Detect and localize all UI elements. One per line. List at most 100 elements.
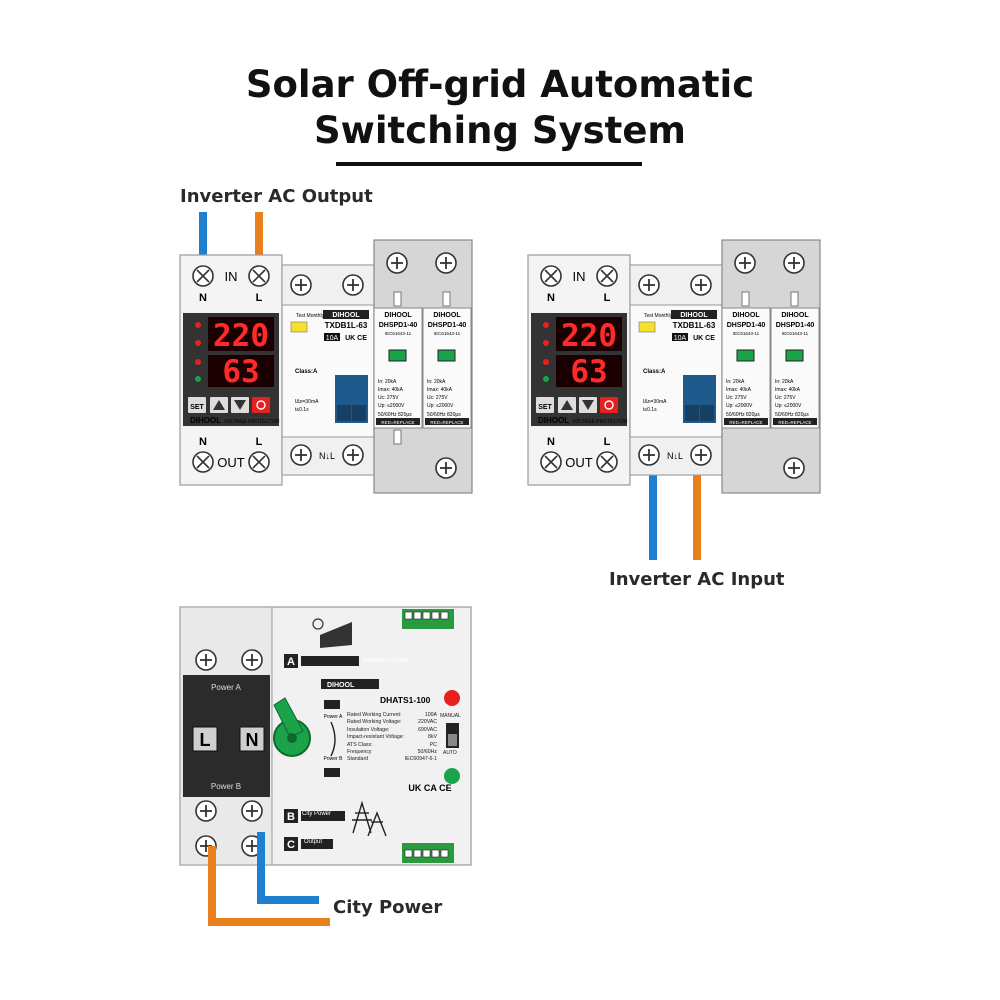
svg-text:RED=REPLACE: RED=REPLACE [729, 420, 762, 425]
svg-text:L: L [200, 730, 211, 750]
svg-text:In: 20kA: In: 20kA [775, 379, 794, 385]
svg-text:50/60Hz 820μs: 50/60Hz 820μs [378, 412, 412, 418]
svg-text:UK CE: UK CE [693, 335, 715, 342]
svg-text:VOLTAGE PROTECTOR: VOLTAGE PROTECTOR [224, 419, 280, 425]
protector-assembly-right: IN N L 220 63 SET DIHOOL VOLTAGE PROTECT… [527, 239, 821, 494]
in-label: IN [225, 269, 238, 284]
svg-text:IEC61643-11: IEC61643-11 [782, 331, 809, 336]
svg-text:C: C [287, 839, 295, 851]
svg-text:RED=REPLACE: RED=REPLACE [778, 420, 811, 425]
svg-text:UK CE: UK CE [345, 335, 367, 342]
svg-text:L: L [256, 436, 263, 448]
svg-text:10A: 10A [326, 335, 339, 342]
svg-text:IΔn=30mA: IΔn=30mA [643, 399, 667, 405]
spec-row: Rated Working Voltage:220VAC [347, 719, 437, 726]
svg-text:Uc: 275V: Uc: 275V [427, 395, 448, 401]
svg-text:Imax: 40kA: Imax: 40kA [775, 387, 801, 393]
svg-text:OUT: OUT [217, 455, 245, 470]
svg-text:Uc: 275V: Uc: 275V [726, 395, 747, 401]
svg-text:Up: ≤2000V: Up: ≤2000V [726, 403, 753, 409]
svg-text:DIHOOL: DIHOOL [332, 312, 360, 319]
auto-label: AUTO [443, 750, 457, 756]
svg-text:50/60Hz 820μs: 50/60Hz 820μs [427, 412, 461, 418]
svg-text:Uc: 275V: Uc: 275V [378, 395, 399, 401]
svg-text:IEC61643-11: IEC61643-11 [733, 331, 760, 336]
vp-display-bottom: 63 [222, 354, 259, 390]
spec-row: ATS Class:PC [347, 741, 437, 748]
svg-text:N↓L: N↓L [667, 451, 683, 461]
svg-text:In: 20kA: In: 20kA [726, 379, 745, 385]
spec-row: Rated Working Current:100A [347, 712, 437, 718]
svg-text:DIHOOL: DIHOOL [732, 312, 760, 319]
svg-text:Power B: Power B [211, 782, 241, 791]
city-power-label: City Power [333, 897, 443, 918]
solar-panel-icon [312, 618, 352, 648]
ats-city-power-tag: City Power [302, 811, 332, 817]
svg-text:DHSPD1-40: DHSPD1-40 [776, 322, 815, 329]
svg-text:L: L [256, 292, 263, 304]
spec-row: Impact-resistant Voltage:8kV [347, 734, 437, 741]
svg-text:Imax: 40kA: Imax: 40kA [378, 387, 404, 393]
svg-text:220: 220 [561, 318, 617, 354]
svg-text:N: N [199, 436, 207, 448]
svg-text:10A: 10A [674, 335, 687, 342]
svg-text:L: L [604, 292, 611, 304]
svg-text:DIHOOL: DIHOOL [433, 312, 461, 319]
page-title: Solar Off-grid Automatic Switching Syste… [0, 62, 1000, 154]
svg-text:UK CA CE: UK CA CE [408, 783, 451, 793]
svg-text:Uc: 275V: Uc: 275V [775, 395, 796, 401]
svg-text:DHSPD1-40: DHSPD1-40 [428, 322, 467, 329]
svg-text:DIHOOL: DIHOOL [190, 416, 221, 425]
svg-text:IΔn=30mA: IΔn=30mA [295, 399, 319, 405]
svg-text:t≤0.1s: t≤0.1s [295, 407, 309, 413]
svg-text:B: B [287, 811, 295, 823]
title-line-2: Switching System [314, 109, 686, 152]
svg-text:N: N [547, 436, 555, 448]
svg-text:In: 20kA: In: 20kA [427, 379, 446, 385]
svg-text:Up: ≤2000V: Up: ≤2000V [378, 403, 405, 409]
vp-display-top: 220 [213, 318, 269, 354]
svg-text:Power A: Power A [211, 683, 241, 692]
ats-spec-table: Rated Working Current:100A Rated Working… [347, 712, 437, 764]
svg-text:Imax: 40kA: Imax: 40kA [427, 387, 453, 393]
svg-text:N: N [246, 730, 259, 750]
ats-inverter-power-tag: Inverter Power [363, 657, 409, 664]
svg-text:Up: ≤2000V: Up: ≤2000V [427, 403, 454, 409]
svg-text:Power A: Power A [324, 714, 343, 720]
svg-text:63: 63 [570, 354, 607, 390]
svg-text:50/60Hz 820μs: 50/60Hz 820μs [775, 412, 809, 418]
svg-text:TXDB1L-63: TXDB1L-63 [325, 321, 368, 330]
svg-text:Up: ≤2000V: Up: ≤2000V [775, 403, 802, 409]
svg-text:DHSPD1-40: DHSPD1-40 [727, 322, 766, 329]
svg-text:DHATS1-100: DHATS1-100 [380, 695, 431, 705]
svg-text:Class:A: Class:A [643, 369, 666, 375]
svg-text:A: A [287, 656, 295, 668]
svg-text:DIHOOL: DIHOOL [680, 312, 708, 319]
svg-text:SET: SET [538, 404, 552, 411]
ats-output-tag: Output [304, 839, 323, 845]
svg-text:DIHOOL: DIHOOL [384, 312, 412, 319]
svg-text:DHSPD1-40: DHSPD1-40 [379, 322, 418, 329]
svg-text:50/60Hz 820μs: 50/60Hz 820μs [726, 412, 760, 418]
power-tower-icon [352, 800, 387, 837]
svg-text:DIHOOL: DIHOOL [538, 416, 569, 425]
svg-text:Test Monthly: Test Monthly [644, 313, 673, 319]
manual-label: MANUAL [440, 713, 461, 719]
svg-text:SET: SET [190, 404, 204, 411]
svg-text:N↓L: N↓L [319, 451, 335, 461]
svg-text:TXDB1L-63: TXDB1L-63 [673, 321, 716, 330]
svg-text:IEC61643-11: IEC61643-11 [434, 331, 461, 336]
title-underline [336, 162, 642, 166]
svg-text:Class:A: Class:A [295, 369, 318, 375]
svg-text:DIHOOL: DIHOOL [327, 682, 355, 689]
svg-text:Imax: 40kA: Imax: 40kA [726, 387, 752, 393]
svg-text:DIHOOL: DIHOOL [781, 312, 809, 319]
svg-text:N: N [547, 292, 555, 304]
svg-text:IEC61643-11: IEC61643-11 [385, 331, 412, 336]
spec-row: Insulation Voltage:690VAC [347, 726, 437, 733]
ats-switch: Power A L N Power B [179, 606, 472, 926]
svg-text:t≤0.1s: t≤0.1s [643, 407, 657, 413]
svg-text:In: 20kA: In: 20kA [378, 379, 397, 385]
